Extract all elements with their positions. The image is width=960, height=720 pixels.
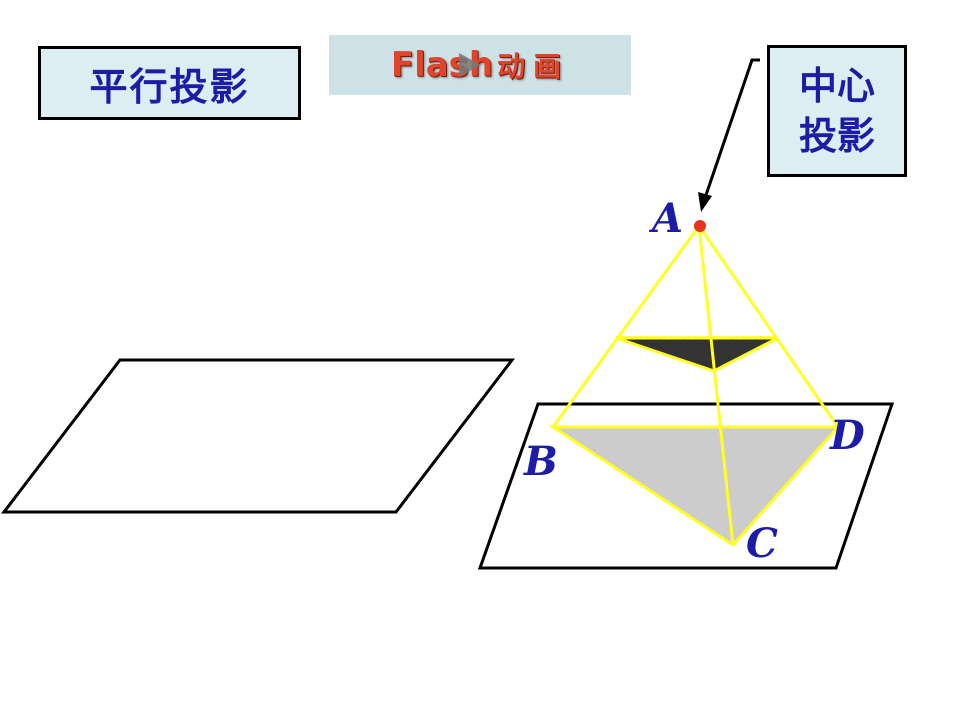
pointer-arrow-head	[698, 192, 712, 212]
left-plane	[0, 358, 516, 514]
object-triangle	[615, 336, 779, 373]
central-projection-line1: 中心	[798, 64, 875, 108]
label-a: A	[648, 195, 683, 242]
pointer-arrow-line	[703, 58, 760, 199]
right-plane	[477, 402, 895, 570]
projected-triangle	[547, 425, 842, 547]
central-projection-box[interactable]: 中心 投影	[767, 45, 907, 177]
label-c: C	[746, 520, 778, 567]
label-d: D	[829, 412, 865, 459]
parallel-projection-box[interactable]: 平行投影	[38, 46, 301, 120]
parallel-projection-label: 平行投影	[89, 64, 250, 109]
label-b: B	[523, 438, 558, 485]
ray-ab	[551, 225, 701, 428]
ray-ac	[697, 225, 735, 546]
play-icon[interactable]	[455, 50, 485, 80]
flash-label-cjk: 动画	[497, 50, 570, 83]
light-source-point	[694, 220, 706, 232]
ray-ad	[697, 225, 840, 428]
central-projection-line2: 投影	[798, 114, 875, 158]
